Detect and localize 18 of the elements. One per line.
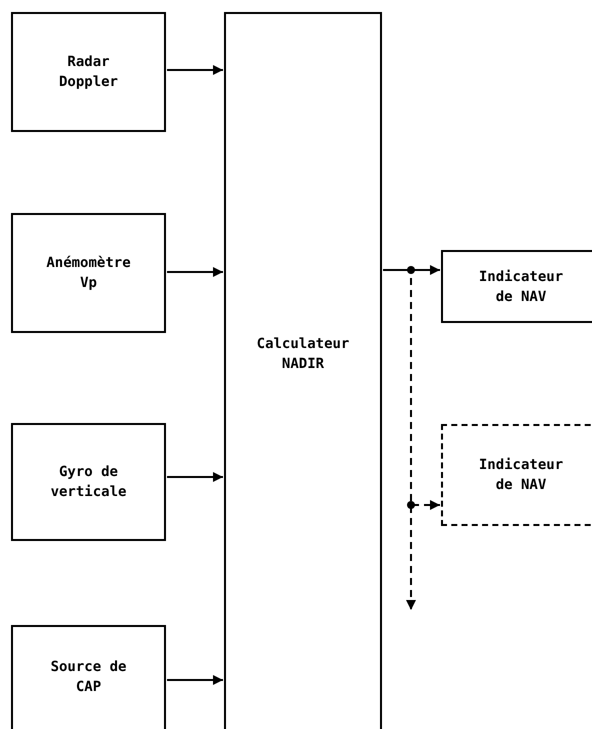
block-box bbox=[11, 625, 166, 729]
block-label: Anémomètre Vp bbox=[45, 254, 132, 293]
block-box bbox=[441, 250, 592, 323]
arrow bbox=[167, 65, 223, 75]
block-label: Indicateur de NAV bbox=[478, 456, 564, 495]
block-label: Source de CAP bbox=[50, 658, 128, 697]
arrow bbox=[167, 675, 223, 685]
block-box bbox=[11, 12, 166, 132]
block-label: Radar Doppler bbox=[58, 53, 119, 92]
block-label: Calculateur NADIR bbox=[256, 335, 350, 374]
block-box bbox=[11, 213, 166, 333]
block-label: Gyro de verticale bbox=[50, 463, 128, 502]
block-box bbox=[224, 12, 382, 729]
arrow bbox=[167, 267, 223, 277]
arrow bbox=[167, 472, 223, 482]
optional-block-box bbox=[441, 424, 592, 526]
block-box bbox=[11, 423, 166, 541]
block-label: Indicateur de NAV bbox=[478, 268, 564, 306]
